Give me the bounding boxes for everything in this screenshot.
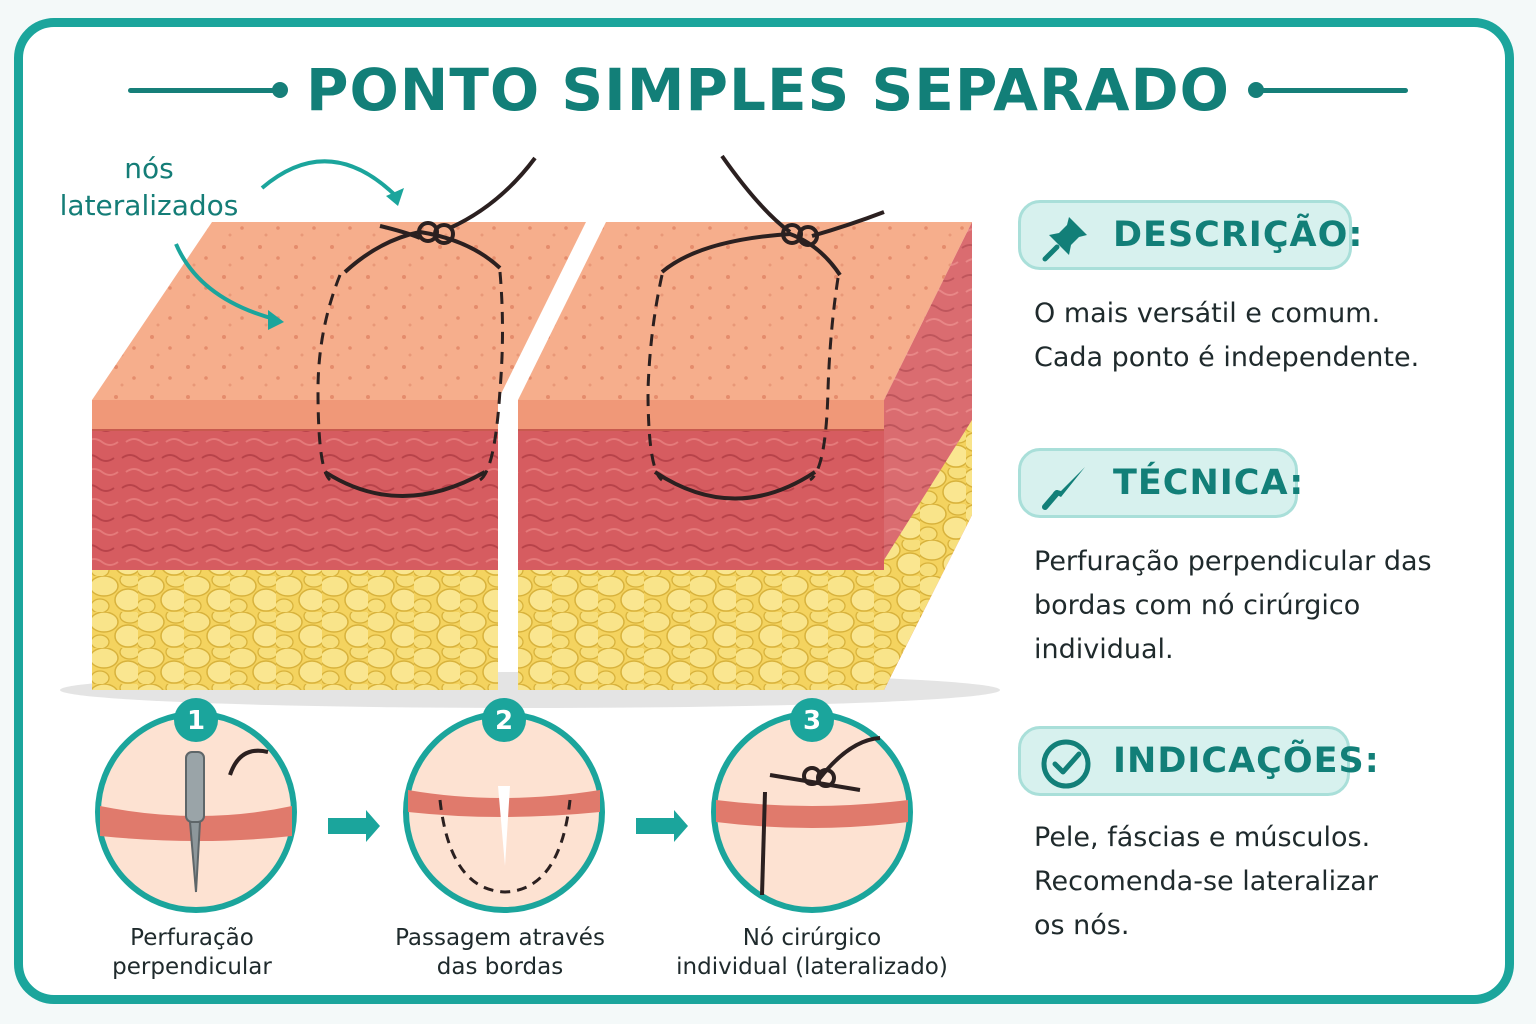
- indications-line-3: os nós.: [1034, 910, 1130, 941]
- left-block-top-surface: [92, 222, 586, 400]
- knots-annotation: nós lateralizados: [44, 150, 254, 224]
- indications-heading-pill: INDICAÇÕES:: [1018, 726, 1379, 796]
- description-line-2: Cada ponto é independente.: [1034, 342, 1420, 373]
- description-heading: DESCRIÇÃO:: [1113, 215, 1364, 255]
- step-1-label-line-1: Perfuração: [130, 925, 254, 951]
- scalpel-icon: [1042, 467, 1085, 510]
- description-line-1: O mais versátil e comum.: [1034, 298, 1381, 329]
- step-3-label: Nó cirúrgico individual (lateralizado): [676, 924, 948, 982]
- technique-line-3: individual.: [1034, 634, 1174, 665]
- title-rule-right: [1258, 88, 1408, 93]
- right-block-epidermis: [518, 400, 884, 430]
- right-block-top-surface: [518, 222, 972, 400]
- right-skin-block: [518, 222, 972, 690]
- left-block-dermis: [92, 430, 498, 570]
- right-block-dermis: [518, 430, 884, 570]
- step-1-illustration: 1: [95, 698, 297, 913]
- suture-diagram: 1 2 3 nós lateralizados Perfuração: [44, 150, 1000, 982]
- technique-heading-pill: TÉCNICA:: [1018, 448, 1303, 518]
- step-1-label-line-2: perpendicular: [112, 954, 272, 980]
- title-dot-right: [1248, 82, 1264, 98]
- annotation-line-2: lateralizados: [59, 189, 239, 222]
- right-block-fat: [518, 570, 884, 690]
- left-block-fat: [92, 570, 498, 690]
- left-block-epidermis: [92, 400, 498, 430]
- title-bar: PONTO SIMPLES SEPARADO: [0, 40, 1536, 140]
- arrow-right-icon: [328, 810, 380, 842]
- page-title: PONTO SIMPLES SEPARADO: [305, 56, 1230, 124]
- arrow-right-icon: [636, 810, 688, 842]
- step-3-number: 3: [803, 706, 821, 736]
- check-circle-icon: [1041, 739, 1091, 789]
- pushpin-icon: [1042, 217, 1087, 262]
- step-1-label: Perfuração perpendicular: [72, 924, 312, 982]
- title-dot-left: [272, 82, 288, 98]
- skin-block-illustration: 1 2 3: [60, 154, 1000, 913]
- step-1-number: 1: [187, 706, 205, 736]
- step-3-label-line-2: individual (lateralizado): [676, 954, 948, 980]
- step-2-label-line-1: Passagem através: [395, 925, 605, 951]
- description-heading-pill: DESCRIÇÃO:: [1018, 200, 1362, 270]
- arrow-head-icon: [386, 188, 404, 206]
- step-2-label-line-2: das bordas: [436, 954, 564, 980]
- suture-left: [316, 156, 537, 498]
- left-skin-block: [92, 222, 586, 690]
- indications-line-2: Recomenda-se lateralizar: [1034, 866, 1378, 897]
- technique-text: Perfuração perpendicular das bordas com …: [1034, 540, 1504, 672]
- step-3-illustration: 3: [711, 698, 913, 913]
- technique-line-1: Perfuração perpendicular das: [1034, 546, 1432, 577]
- indications-text: Pele, fáscias e músculos. Recomenda-se l…: [1034, 816, 1504, 948]
- technique-heading: TÉCNICA:: [1113, 463, 1305, 503]
- description-text: O mais versátil e comum. Cada ponto é in…: [1034, 292, 1504, 380]
- annotation-line-1: nós: [124, 152, 174, 185]
- step-2-label: Passagem através das bordas: [380, 924, 620, 982]
- step-2-number: 2: [495, 706, 513, 736]
- step-2-illustration: 2: [403, 698, 605, 913]
- technique-line-2: bordas com nó cirúrgico: [1034, 590, 1361, 621]
- suture-right: [646, 154, 885, 501]
- step-3-label-line-1: Nó cirúrgico: [742, 925, 882, 951]
- arrow-head-icon: [268, 310, 284, 330]
- indications-heading: INDICAÇÕES:: [1113, 741, 1380, 781]
- indications-line-1: Pele, fáscias e músculos.: [1034, 822, 1371, 853]
- annotation-arrows: [174, 159, 404, 330]
- title-rule-left: [128, 88, 278, 93]
